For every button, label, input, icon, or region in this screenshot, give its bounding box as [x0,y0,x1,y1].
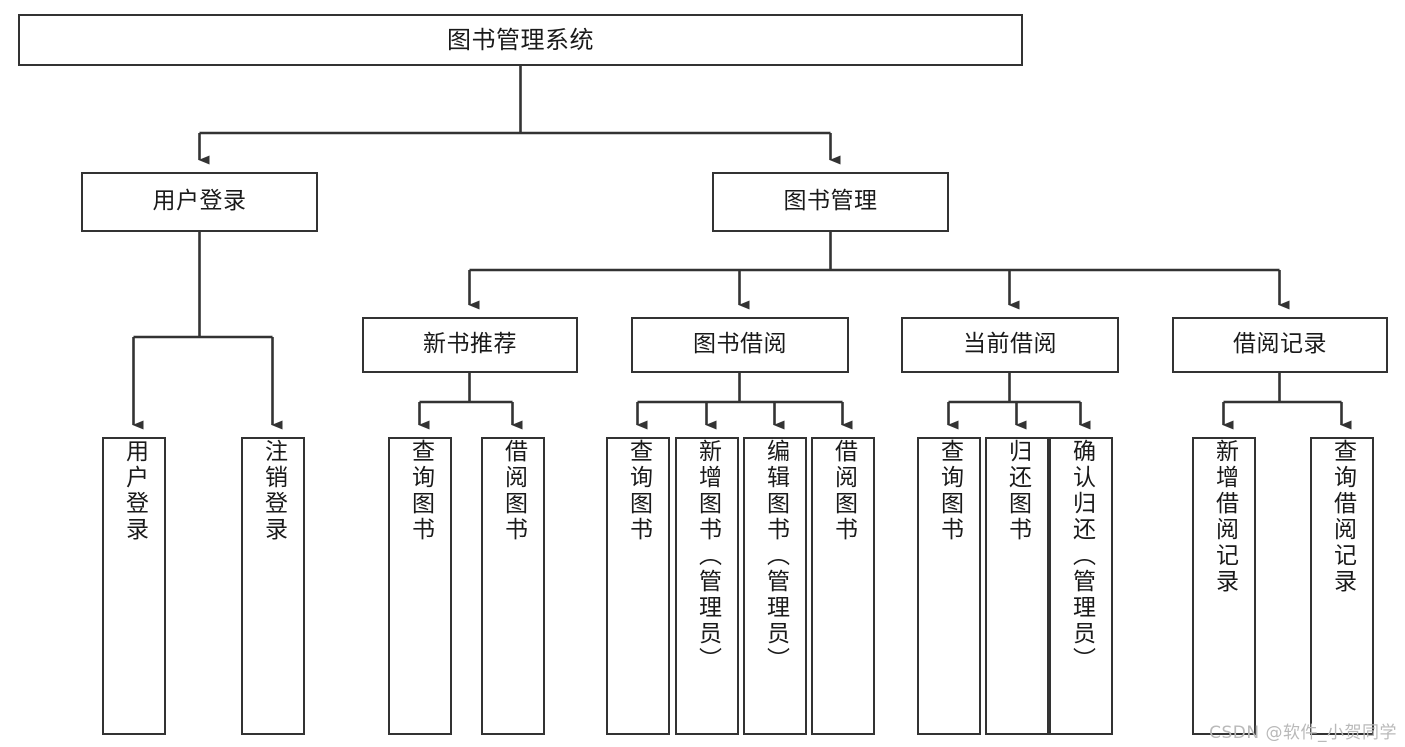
node-leaf-query-book-3-label: 查询图书 [936,439,963,543]
node-leaf-query-book-1[interactable]: 查询图书 [388,437,452,735]
node-root-label: 图书管理系统 [447,25,594,54]
node-leaf-return-book[interactable]: 归还图书 [985,437,1049,735]
node-leaf-borrow-book-1[interactable]: 借阅图书 [481,437,545,735]
node-book-manage[interactable]: 图书管理 [712,172,949,232]
node-leaf-add-borrow-record[interactable]: 新增借阅记录 [1192,437,1256,735]
node-leaf-query-book-2-label: 查询图书 [625,439,652,543]
node-leaf-user-login-label: 用户登录 [121,439,148,543]
node-leaf-confirm-return[interactable]: 确认归还（管理员） [1049,437,1113,735]
node-book-manage-label: 图书管理 [783,188,878,215]
node-leaf-logout-label: 注销登录 [260,439,287,543]
node-leaf-add-book-label: 新增图书（管理员） [694,439,721,673]
node-user-login[interactable]: 用户登录 [81,172,318,232]
node-leaf-confirm-return-label: 确认归还（管理员） [1068,439,1095,673]
node-new-book-recommend-label: 新书推荐 [423,331,517,358]
node-user-login-label: 用户登录 [152,188,247,215]
node-leaf-query-book-3[interactable]: 查询图书 [917,437,981,735]
node-root[interactable]: 图书管理系统 [18,14,1023,66]
node-leaf-query-borrow-record[interactable]: 查询借阅记录 [1310,437,1374,735]
node-leaf-user-login[interactable]: 用户登录 [102,437,166,735]
node-book-borrow-label: 图书借阅 [693,331,787,358]
node-leaf-edit-book-label: 编辑图书（管理员） [762,439,789,673]
node-leaf-borrow-book-1-label: 借阅图书 [500,439,527,543]
node-leaf-logout[interactable]: 注销登录 [241,437,305,735]
watermark: CSDN @软件_小贺同学 [1209,723,1397,743]
node-leaf-borrow-book-2[interactable]: 借阅图书 [811,437,875,735]
node-book-borrow[interactable]: 图书借阅 [631,317,849,373]
node-borrow-record-label: 借阅记录 [1233,331,1327,358]
node-leaf-borrow-book-2-label: 借阅图书 [830,439,857,543]
node-current-borrow[interactable]: 当前借阅 [901,317,1119,373]
node-leaf-return-book-label: 归还图书 [1004,439,1031,543]
node-leaf-add-borrow-record-label: 新增借阅记录 [1211,439,1238,595]
node-leaf-query-book-1-label: 查询图书 [407,439,434,543]
node-borrow-record[interactable]: 借阅记录 [1172,317,1388,373]
node-leaf-add-book[interactable]: 新增图书（管理员） [675,437,739,735]
node-leaf-query-borrow-record-label: 查询借阅记录 [1329,439,1356,595]
node-leaf-edit-book[interactable]: 编辑图书（管理员） [743,437,807,735]
node-new-book-recommend[interactable]: 新书推荐 [362,317,578,373]
node-leaf-query-book-2[interactable]: 查询图书 [606,437,670,735]
node-current-borrow-label: 当前借阅 [963,331,1057,358]
